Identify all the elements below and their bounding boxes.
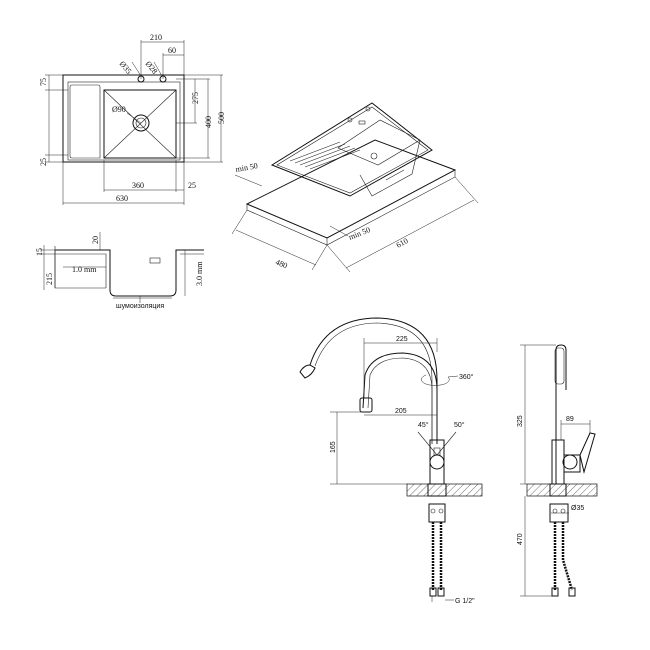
dim-89: 89 bbox=[566, 416, 574, 423]
faucet-side-view: 325 89 Ø35 470 bbox=[517, 344, 598, 597]
dim-1mm: 1.0 mm bbox=[72, 265, 97, 274]
dim-60: 60 bbox=[168, 46, 176, 55]
dim-d35: Ø35 bbox=[118, 59, 134, 75]
thread-size: G 1/2" bbox=[455, 598, 475, 605]
dim-360: 360 bbox=[132, 181, 144, 190]
sink-outline bbox=[62, 74, 185, 163]
dim-25-right: 25 bbox=[188, 181, 196, 190]
dim-610: 610 bbox=[395, 236, 410, 250]
dim-3mm: 3.0 mm bbox=[195, 261, 204, 286]
logo-mark bbox=[149, 257, 161, 264]
faucet-front-view: 225 205 165 45° 50° 360° G 1/2" bbox=[299, 317, 483, 605]
dim-630: 630 bbox=[116, 194, 128, 203]
dim-210: 210 bbox=[150, 33, 162, 42]
dim-400: 400 bbox=[204, 116, 213, 128]
dim-205: 205 bbox=[395, 408, 407, 415]
drain-hole bbox=[132, 114, 150, 132]
noise-insulation-label: шумоизоляция bbox=[116, 303, 164, 310]
spray-head-alt bbox=[299, 364, 316, 379]
dim-215: 215 bbox=[45, 273, 54, 285]
sink-side-section: 15 20 215 1.0 mm 3.0 mm шумоизоляция bbox=[35, 232, 204, 310]
spout bbox=[362, 352, 438, 444]
dim-15: 15 bbox=[35, 248, 44, 256]
faucet-body bbox=[429, 439, 445, 485]
dim-500: 500 bbox=[217, 112, 226, 124]
bowl-opening bbox=[337, 119, 421, 166]
counter-section bbox=[406, 483, 483, 497]
dim-25-left: 25 bbox=[39, 158, 48, 166]
angle-50: 50° bbox=[454, 421, 465, 429]
dim-480: 480 bbox=[274, 258, 288, 271]
sink-isometric-view: min 50 min 50 480 610 bbox=[231, 102, 479, 273]
angle-360: 360° bbox=[459, 373, 474, 381]
angle-45: 45° bbox=[418, 421, 429, 429]
sink-bowl bbox=[103, 89, 177, 159]
dim-470: 470 bbox=[517, 533, 524, 545]
side-handle-lever bbox=[579, 432, 596, 474]
dim-d35-side: Ø35 bbox=[571, 505, 584, 512]
side-counter-section bbox=[526, 483, 598, 497]
dim-275: 275 bbox=[191, 92, 200, 104]
dim-d28: Ø28 bbox=[144, 59, 160, 75]
sink-top-view: 210 60 Ø35 Ø28 75 275 400 500 Ø90 25 360… bbox=[39, 33, 226, 205]
side-spray-head bbox=[554, 347, 565, 385]
mount-nut bbox=[428, 503, 446, 523]
dim-325: 325 bbox=[517, 415, 524, 427]
dim-20: 20 bbox=[91, 236, 100, 244]
dim-165: 165 bbox=[330, 441, 337, 453]
sink-rim bbox=[270, 102, 433, 197]
rotation-arc bbox=[421, 374, 450, 386]
spray-head bbox=[359, 397, 373, 413]
pull-out-hose bbox=[309, 317, 438, 444]
side-handle-base bbox=[564, 454, 581, 473]
dim-75: 75 bbox=[39, 78, 48, 86]
handle-hub bbox=[429, 454, 445, 470]
dim-min50-a: min 50 bbox=[235, 161, 259, 174]
dim-min50-b: min 50 bbox=[347, 225, 371, 242]
dim-225: 225 bbox=[396, 336, 408, 343]
drain-board bbox=[69, 84, 101, 159]
dim-d90: Ø90 bbox=[112, 105, 126, 114]
